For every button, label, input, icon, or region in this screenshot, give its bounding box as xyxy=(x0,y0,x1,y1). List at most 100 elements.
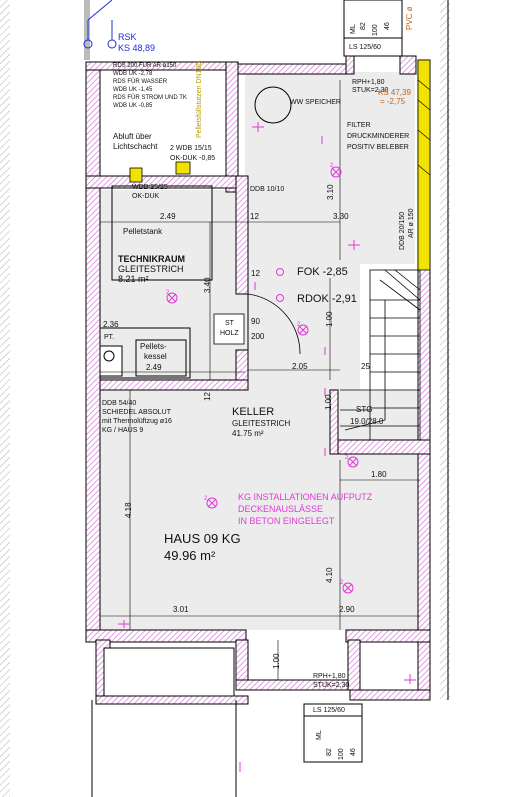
dim-12b: 12 xyxy=(251,269,260,278)
ddb54-0: DDB 54/40 xyxy=(102,400,137,407)
filter-0: FILTER xyxy=(347,122,371,129)
ks-top-0: KS 47,39 xyxy=(378,88,411,97)
light-count-2: 2 xyxy=(166,290,170,296)
ks-top-1: = -2,75 xyxy=(380,97,406,106)
light-count-6: 2 xyxy=(345,455,349,461)
dim-100a: 1.00 xyxy=(325,311,334,327)
dim-310: 3.10 xyxy=(326,184,335,200)
ls-bot: LS 125/60 xyxy=(313,707,345,714)
ls-top: LS 125/60 xyxy=(349,44,381,51)
ok-duk: OK-DUK -0,85 xyxy=(170,155,216,162)
stg-1: 19.0/28.0 xyxy=(350,417,384,426)
floor-fill xyxy=(100,72,430,630)
dim-418: 4.18 xyxy=(124,502,133,518)
rds-note-2: RDS FÜR WASSER xyxy=(113,79,168,85)
ddb20: DDB 20/150 xyxy=(399,211,406,250)
dim-25: 25 xyxy=(361,362,370,371)
pt-label: PT. xyxy=(104,334,115,341)
keller-floor: GLEITESTRICH xyxy=(232,419,291,428)
walls xyxy=(85,55,431,705)
dim-340: 3.40 xyxy=(203,277,212,293)
light-count-3: 2 xyxy=(297,322,301,328)
ar: AR ø 150 xyxy=(408,208,415,238)
ks-label: KS 48,89 xyxy=(118,43,156,53)
light-count-5: 2 xyxy=(340,580,344,586)
dimension-lines xyxy=(100,80,420,680)
dim-330: 3.30 xyxy=(333,212,349,221)
wdb-ok: 2 WDB 15/15 xyxy=(170,145,212,152)
neighbour-wall-right xyxy=(440,0,450,700)
kg-note-2: IN BETON EINGELEGT xyxy=(238,516,335,526)
dim-249b: 2.49 xyxy=(146,363,162,372)
fok-label: FOK -2,85 xyxy=(297,266,348,278)
technikraum-area: 8.21 m² xyxy=(118,274,149,284)
dim-410: 4.10 xyxy=(325,567,334,583)
rds-note-1: WDB UK -2,78 xyxy=(113,71,153,77)
ww-speicher: WW SPEICHER xyxy=(290,99,341,106)
ddb54-2: mit Thermolüftzug ø16 xyxy=(102,418,172,425)
haus-name: HAUS 09 KG xyxy=(164,531,241,546)
dim-301: 3.01 xyxy=(173,605,189,614)
electrical-symbols xyxy=(118,122,416,772)
haus-area: 49.96 m² xyxy=(164,548,216,563)
dim-180: 1.80 xyxy=(371,470,387,479)
rds-note-5: WDB UK -0,85 xyxy=(113,103,153,109)
staircase xyxy=(340,269,421,441)
ddb10: DDB 10/10 xyxy=(250,186,285,193)
stuk-bot: STUK=2,30 xyxy=(313,682,350,689)
kg-note-1: DECKENAUSLÄSSE xyxy=(238,504,324,514)
dim-236: 2.36 xyxy=(103,320,119,329)
stuk-top: STUK=2,30 xyxy=(352,87,389,94)
rsk-label: RSK xyxy=(118,32,137,42)
n100-bot: 100 xyxy=(338,748,345,760)
technikraum-floor: GLEITESTRICH xyxy=(118,264,184,274)
n82-top: 82 xyxy=(360,22,367,30)
dim-12a: 12 xyxy=(250,212,259,221)
light-count-4: 2 xyxy=(204,496,208,502)
rds-note-0: RDS 200 FÜR AR ø150 xyxy=(113,63,177,69)
abluft-1: Lichtschacht xyxy=(113,142,158,151)
filter-1: DRUCKMINDERER xyxy=(347,133,410,140)
pelletskessel-1: kessel xyxy=(144,352,167,361)
dim-90: 90 xyxy=(251,317,260,326)
abluft-0: Abluft über xyxy=(113,132,152,141)
rph-bot: RPH+1,80 xyxy=(313,673,346,680)
yellow-shafts xyxy=(129,59,431,271)
pellet-nozzle-label: Pelletsfüllstutzen DN100 xyxy=(196,61,203,138)
technikraum-name: TECHNIKRAUM xyxy=(118,254,185,264)
rdok-label: RDOK -2,91 xyxy=(297,293,357,305)
n82-bot: 82 xyxy=(326,748,333,756)
ml-bot: ML xyxy=(316,730,323,740)
dim-100b: 1.00 xyxy=(324,394,333,410)
rds-note-3: WDB UK -1,45 xyxy=(113,87,153,93)
neighbour-wall-left xyxy=(0,0,10,797)
ml-top: ML xyxy=(350,24,357,34)
rsk-symbols xyxy=(83,0,117,49)
stg-0: STG xyxy=(356,405,373,414)
dim-200: 200 xyxy=(251,332,265,341)
pvc-label: PVC ø xyxy=(405,6,414,30)
wdb25-0: WDB 25/25 xyxy=(132,184,168,191)
n46-top: 46 xyxy=(384,22,391,30)
dim-205: 2.05 xyxy=(292,362,308,371)
keller-name: KELLER xyxy=(232,406,275,418)
rds-note-4: RDS FÜR STROM UND TK xyxy=(113,95,187,101)
st-label: ST xyxy=(225,320,234,327)
n100-top: 100 xyxy=(372,24,379,36)
ddb54-1: SCHIEDEL ABSOLUT xyxy=(102,409,171,416)
pelletskessel-0: Pellets- xyxy=(140,342,167,351)
light-count-1: 2 xyxy=(330,163,334,169)
pelletstank: Pelletstank xyxy=(123,227,163,236)
ddb54-3: KG / HAUS 9 xyxy=(102,427,144,434)
filter-2: POSITIV BELEBER xyxy=(347,144,409,151)
n46-bot: 46 xyxy=(350,748,357,756)
kg-note-0: KG INSTALLATIONEN AUFPUTZ xyxy=(238,492,373,502)
keller-area: 41.75 m² xyxy=(232,429,264,438)
wdb25-1: OK-DUK xyxy=(132,193,160,200)
dim-290: 2.90 xyxy=(339,605,355,614)
rph-top: RPH+1,80 xyxy=(352,79,385,86)
holz-label: HOLZ xyxy=(220,330,239,337)
dim-100c: 1.00 xyxy=(272,653,281,669)
dim-12c: 12 xyxy=(203,392,212,401)
